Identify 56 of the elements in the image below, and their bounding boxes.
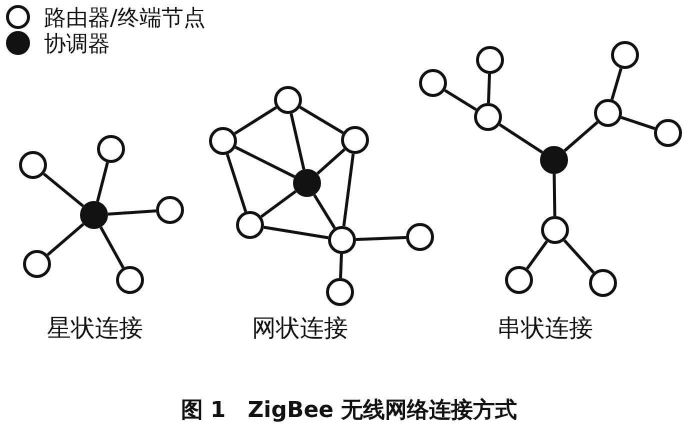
router-node-circle	[419, 69, 447, 97]
link-line	[552, 174, 556, 216]
router-node-circle	[611, 41, 639, 69]
link-line	[234, 106, 277, 135]
link-line	[610, 68, 622, 100]
network-caption: 网状连接	[252, 313, 348, 344]
link-line	[96, 162, 109, 202]
router-node-circle	[209, 127, 237, 155]
link-line	[313, 194, 336, 229]
network-caption: 串状连接	[497, 313, 593, 344]
link-line	[564, 121, 598, 152]
router-node-circle	[341, 126, 369, 154]
legend-text: 协调器	[44, 31, 110, 59]
link-line	[498, 123, 544, 154]
router-node-circle	[505, 266, 533, 294]
router-node-circle	[328, 226, 356, 254]
router-node-circle	[589, 269, 617, 297]
link-line	[339, 254, 343, 278]
link-line	[290, 113, 306, 170]
router-node-circle	[326, 278, 354, 306]
link-line	[264, 226, 328, 240]
router-node-circle	[654, 119, 682, 147]
link-line	[487, 74, 491, 104]
coordinator-node-dot	[540, 146, 568, 174]
link-line	[234, 146, 296, 178]
router-node-circle	[476, 46, 504, 74]
coordinator-node-dot	[80, 201, 108, 229]
link-line	[42, 172, 84, 208]
link-line	[444, 89, 477, 111]
router-node-circle	[594, 99, 622, 127]
router-node-circle	[406, 223, 434, 251]
legend-text: 路由器/终端节点	[44, 5, 206, 33]
link-line	[620, 116, 656, 130]
link-line	[99, 226, 125, 268]
link-line	[108, 209, 156, 216]
router-node-circle	[274, 86, 302, 114]
network-caption: 星状连接	[47, 313, 143, 344]
link-line	[356, 236, 406, 241]
link-line	[260, 190, 297, 218]
link-line	[46, 222, 84, 256]
router-node-circle	[97, 135, 125, 163]
link-line	[316, 148, 346, 175]
router-node-circle	[236, 211, 264, 239]
router-node-circle	[541, 216, 569, 244]
figure-caption: 图 1 ZigBee 无线网络连接方式	[180, 396, 518, 425]
coordinator-node-dot	[293, 169, 321, 197]
router-node-circle	[116, 266, 144, 294]
router-node-circle	[156, 196, 184, 224]
link-line	[563, 239, 595, 274]
link-line	[226, 154, 248, 212]
router-node-circle	[23, 250, 51, 278]
link-line	[526, 240, 548, 270]
link-line	[342, 154, 355, 226]
router-node-circle	[474, 103, 502, 131]
router-node-circle	[19, 151, 47, 179]
link-line	[299, 106, 344, 134]
